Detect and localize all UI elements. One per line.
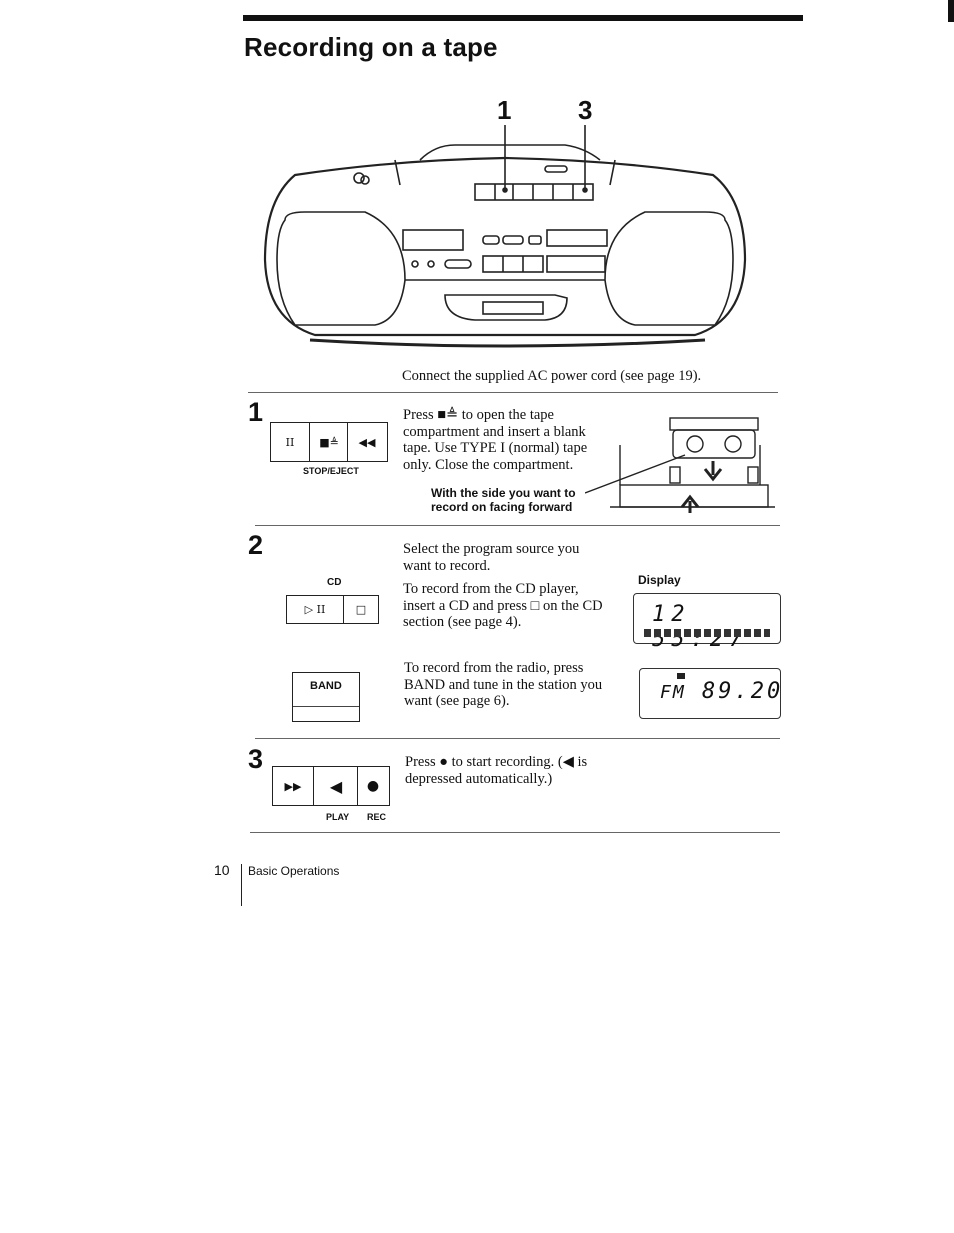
step-3-text: Press ● to start recording. (◀ is depres… (405, 754, 588, 787)
pause-button[interactable]: II (285, 435, 295, 449)
play-button[interactable]: ◀ (313, 767, 358, 805)
stereo-indicator (677, 673, 685, 679)
fm-frequency-readout: 89.20 (702, 679, 784, 704)
page-title: Recording on a tape (244, 32, 498, 62)
callout-1: 1 (497, 95, 512, 125)
stop-eject-panel: II ■≜ ◀◀ (270, 422, 388, 462)
cd-button-panel: ▷ II □ (286, 595, 379, 624)
figure-caption: Connect the supplied AC power cord (see … (402, 368, 702, 384)
header-rule (243, 15, 803, 21)
divider (248, 392, 778, 393)
cd-display-readout: 12 55:27 (652, 602, 749, 652)
rec-button[interactable]: ● (357, 767, 388, 805)
cd-label: CD (327, 577, 342, 588)
track-indicator-row (644, 629, 770, 637)
page-number: 10 (214, 862, 230, 878)
cassette-insert-illustration (585, 417, 775, 513)
step-1-note: With the side you want to record on faci… (431, 486, 576, 514)
rec-label: REC (367, 812, 387, 822)
band-button[interactable]: BAND (292, 672, 360, 722)
display-label: Display (638, 573, 681, 587)
band-label: BAND (310, 680, 342, 692)
play-label: PLAY (326, 812, 350, 822)
cd-play-pause-button[interactable]: ▷ II (304, 603, 326, 616)
divider (255, 525, 780, 526)
page-edge-mark (948, 0, 954, 22)
stop-eject-label: STOP/EJECT (303, 466, 359, 476)
step-number: 1 (248, 397, 264, 427)
step-2-intro: Select the program source you want to re… (403, 541, 580, 574)
fm-display: FM 89.20 (639, 668, 781, 719)
footer-divider (241, 864, 242, 906)
play-rec-panel: ▶▶ ◀ ● (272, 766, 390, 806)
cd-display: 12 55:27 (633, 593, 781, 652)
band-instructions: To record from the radio, press BAND and… (404, 660, 603, 709)
step-1-text: Press ■≜ to open the tape compartment an… (403, 407, 588, 473)
divider (255, 738, 780, 739)
stop-eject-button[interactable]: ■≜ (309, 423, 348, 461)
section-name: Basic Operations (248, 864, 340, 878)
fm-band-readout: FM (660, 682, 686, 703)
divider (250, 832, 780, 833)
fast-forward-button[interactable]: ▶▶ (284, 779, 302, 793)
callout-3: 3 (578, 95, 593, 125)
boombox-illustration (263, 125, 747, 348)
rewind-button[interactable]: ◀◀ (347, 423, 386, 461)
cd-stop-button[interactable]: □ (343, 596, 378, 623)
step-number: 3 (248, 744, 264, 774)
step-number: 2 (248, 530, 264, 560)
cd-instructions: To record from the CD player, insert a C… (403, 581, 603, 630)
